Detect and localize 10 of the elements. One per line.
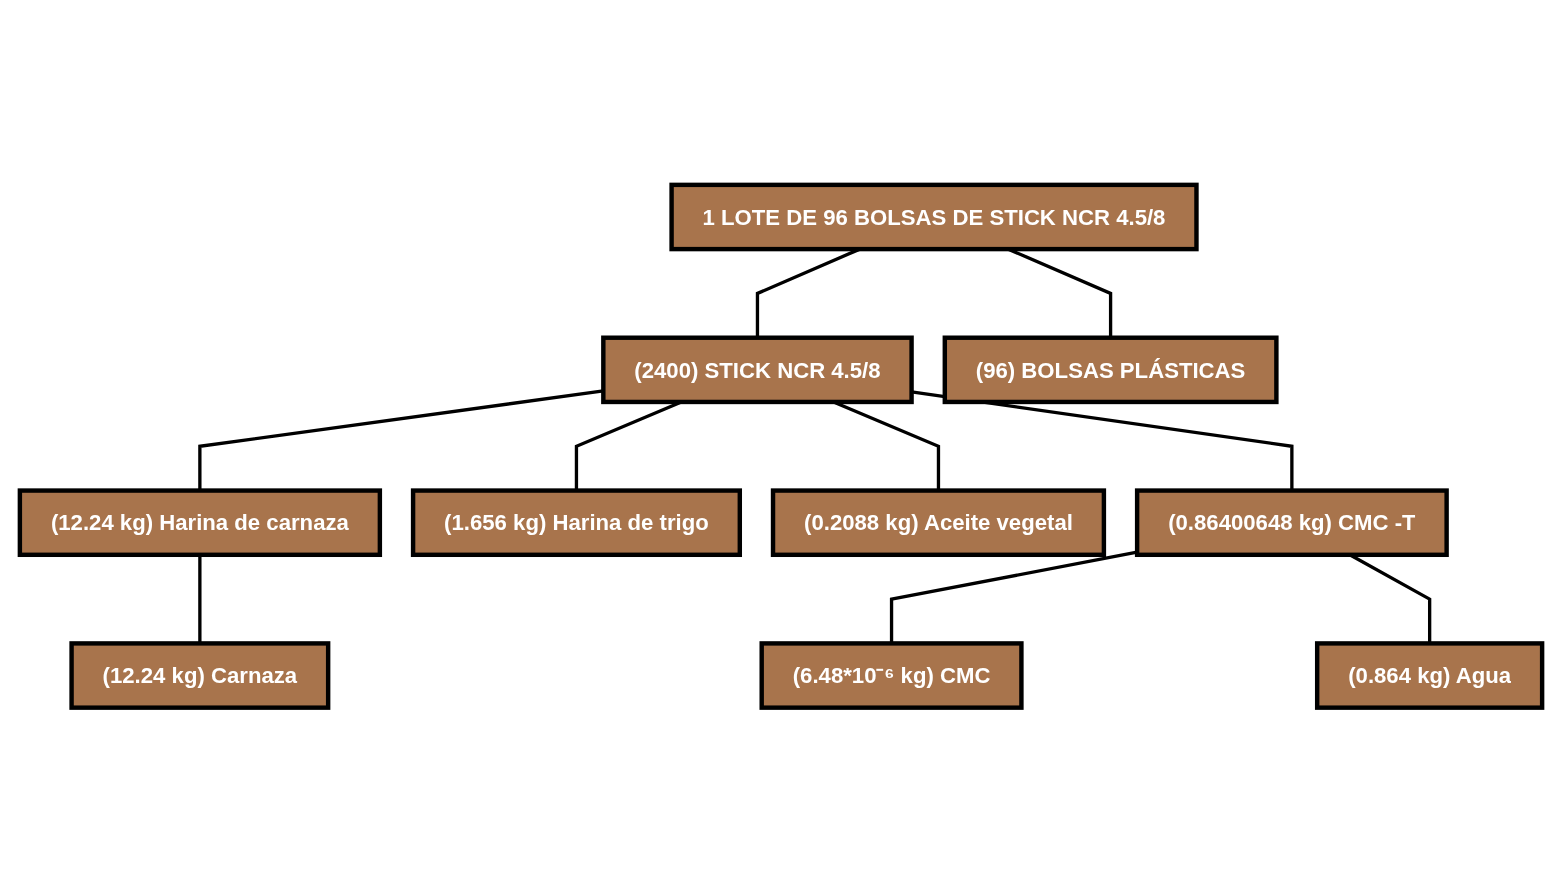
node-box: 1 LOTE DE 96 BOLSAS DE STICK NCR 4.5/8	[669, 182, 1199, 252]
node-box: (6.48*10⁻⁶ kg) CMC	[759, 641, 1024, 711]
node-box: (12.24 kg) Harina de carnaza	[17, 488, 383, 558]
node-box: (2400) STICK NCR 4.5/8	[601, 335, 914, 405]
node-box: (1.656 kg) Harina de trigo	[410, 488, 742, 558]
node-box: (0.864 kg) Agua	[1314, 641, 1545, 711]
node-box: (0.86400648 kg) CMC -T	[1134, 488, 1449, 558]
node-box: (12.24 kg) Carnaza	[69, 641, 331, 711]
node-box: (0.2088 kg) Aceite vegetal	[770, 488, 1107, 558]
node-box: (96) BOLSAS PLÁSTICAS	[942, 335, 1279, 405]
